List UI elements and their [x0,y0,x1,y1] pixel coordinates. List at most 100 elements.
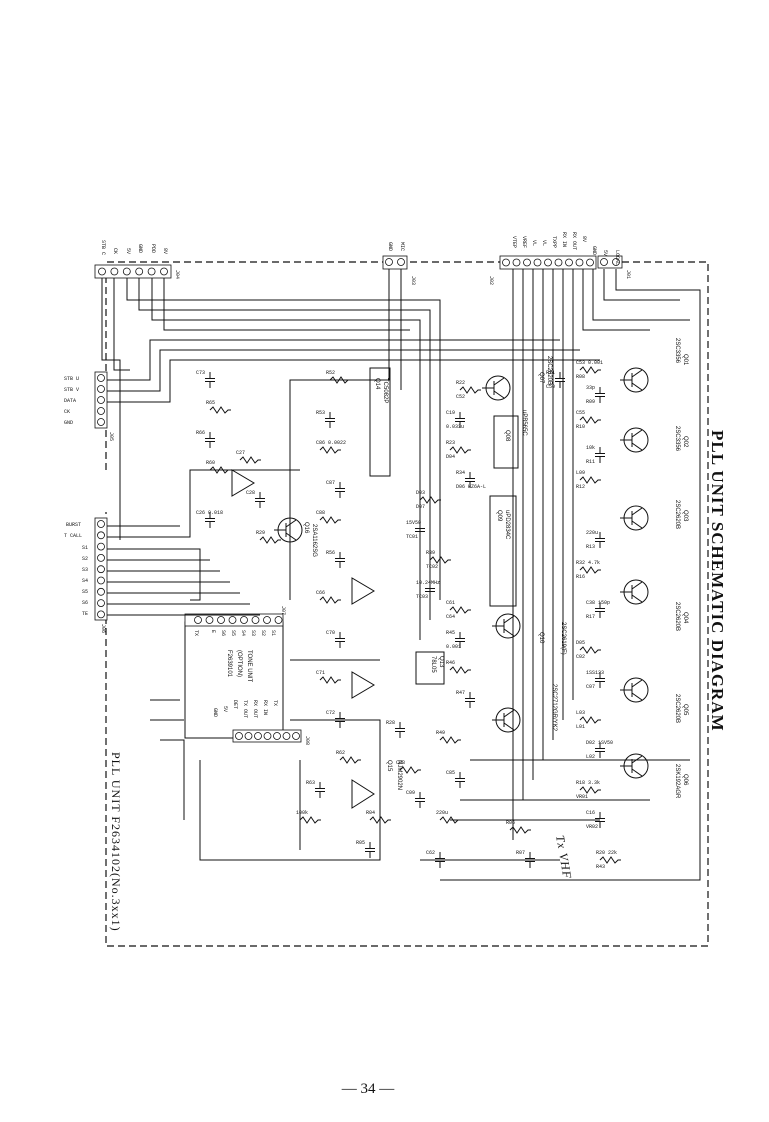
resistor-symbol [209,406,231,414]
svg-text:STB V: STB V [64,387,79,393]
component-label: R04 [366,810,375,816]
svg-text:F2639101: F2639101 [226,650,232,678]
svg-text:2SC2619(F): 2SC2619(F) [560,622,566,655]
resistor-symbol [449,446,471,454]
component-label: C66 [316,590,325,596]
capacitor-symbol [395,722,405,738]
connector-pin [147,267,156,276]
svg-text:VL: VL [541,240,547,246]
component-label: C53 0.001 [576,360,603,366]
component-label: VR02 [586,824,598,830]
connector-pin [97,554,105,562]
svg-text:2SC2620B: 2SC2620B [546,356,552,385]
connector-j08: GND 5V DET TX OUT RX OUT RX IN TX J08 [212,700,310,745]
component-label: R56 [326,550,335,556]
component-label: R32 4.7k [576,560,600,566]
resistor-symbol [319,676,341,684]
connector-pin [98,267,106,276]
connector-j04: STB C CK 5V GND PDD 8V J04 [94,240,180,279]
connector-pin [575,258,584,267]
capacitor-symbol [205,432,215,448]
resistor-symbol [259,536,281,544]
svg-text:RX OUT: RX OUT [571,232,577,250]
resistor-symbol [339,756,361,764]
connector-j06: BURST T CALL S1 S2 S3 S4 S5 S6 TE J06 [64,517,108,633]
svg-text:DET: DET [232,700,238,709]
resistor-symbol [319,596,341,604]
component-label: C87 [326,480,335,486]
connector-pin [512,258,521,267]
svg-text:PDD: PDD [150,244,156,253]
capacitor-symbol [595,742,605,758]
connector-pin [97,565,105,574]
svg-text:TX OUT: TX OUT [242,700,248,718]
transistor-symbol [620,579,649,605]
resistor-symbol [579,416,601,424]
component-label: TC03 [416,594,428,600]
svg-text:T CALL: T CALL [64,533,82,539]
capacitor-symbol [335,482,345,498]
component-label: L02 [586,754,595,760]
diagram-subtitle: PLL UNIT F2634102(No.3xx1) [109,752,123,932]
resistor-symbol [419,496,441,504]
component-label: R20 22k [596,850,617,856]
capacitor-symbol [595,387,605,403]
svg-text:Q08: Q08 [504,430,510,442]
svg-text:Q06: Q06 [682,774,688,786]
svg-text:Q03: Q03 [682,510,688,522]
component-label: R05 [356,840,365,846]
component-label: C38 150p [586,600,610,606]
svg-text:GND: GND [137,244,143,253]
component-label: C85 [446,770,455,776]
resistor-symbol [439,736,461,744]
component-label: R17 [586,614,595,620]
connector-pin [122,267,131,276]
component-label: C27 [236,450,245,456]
transistor-symbol [492,707,521,733]
capacitor-symbol [465,692,475,708]
svg-text:J08: J08 [304,736,310,745]
svg-text:NJM2902N: NJM2902N [396,760,402,790]
component-label: C28 [246,490,255,496]
capacitor-symbol [525,852,535,868]
component-label: C73 [196,370,205,376]
svg-text:Q15: Q15 [386,760,392,772]
transistor-symbol [620,367,649,393]
opamp-symbols [231,469,375,699]
ic-q13: 78L05 Q13 [415,651,445,685]
svg-text:TC5082P: TC5082P [382,378,388,403]
resistor-symbol [599,856,621,864]
svg-text:BURST: BURST [66,522,81,528]
component-label: R28 [386,720,395,726]
component-label: R16 [576,574,585,580]
connector-j03: MIC GND J03 [382,242,416,285]
transistor-symbol [482,375,511,401]
svg-text:S4: S4 [82,578,88,584]
component-label: R63 [306,780,315,786]
resistor-symbol [319,516,341,524]
connector-pin [228,616,237,624]
component-label: C50 [546,384,555,390]
svg-text:VREF: VREF [521,236,527,248]
svg-text:S5: S5 [82,589,88,595]
transistor-labels: Q01 2SC3356 Q02 2SC3356 Q03 2SC2620B Q04… [303,338,688,799]
svg-text:2SC2620B: 2SC2620B [674,602,680,631]
connector-pin [244,732,253,740]
svg-text:Q14: Q14 [374,378,380,390]
connector-pin [97,385,105,393]
svg-text:Q04: Q04 [682,612,688,624]
component-label: D03 [416,490,425,496]
connector-pin [205,616,214,624]
resistor-symbol [369,816,391,824]
component-label: L09 [576,470,585,476]
diagram-title: PLL UNIT SCHEMATIC DIAGRAM [708,430,727,732]
svg-text:S2: S2 [260,630,266,636]
connector-pin [544,258,552,267]
resistor-symbol [449,666,471,674]
svg-text:2SC3356: 2SC3356 [674,426,680,452]
resistor-symbol [399,766,421,774]
capacitor-symbol [205,512,215,528]
connector-pin [97,599,105,607]
component-label: R45 [446,630,455,636]
svg-text:uPD2834C: uPD2834C [504,510,510,540]
